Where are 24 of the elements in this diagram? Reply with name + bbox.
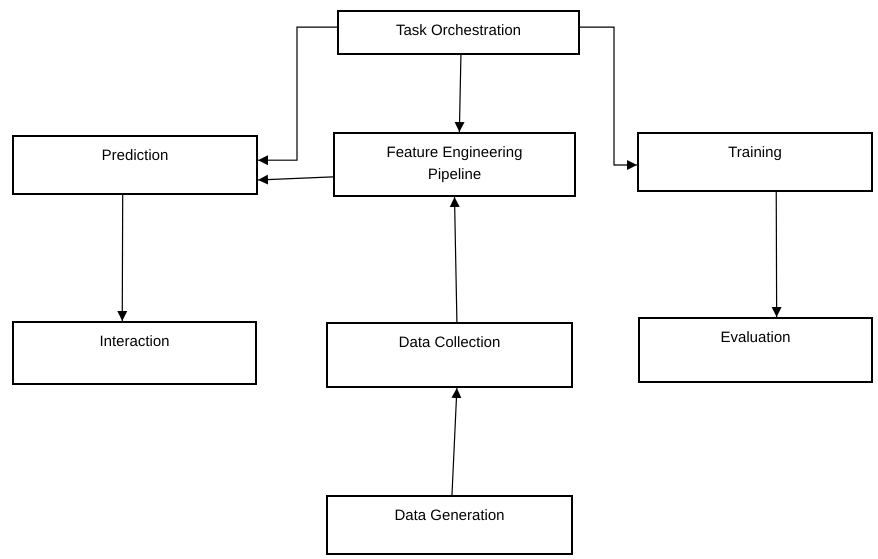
arrow xyxy=(450,196,460,322)
box-label: Evaluation xyxy=(720,328,791,348)
arrow xyxy=(451,388,462,496)
box-label: Data Generation xyxy=(394,506,505,526)
box-label: Task Orchestration xyxy=(396,21,522,41)
process-box xyxy=(12,321,257,385)
box-label: Interaction xyxy=(99,332,170,352)
arrow xyxy=(258,26,337,166)
arrow xyxy=(772,192,782,317)
process-box xyxy=(12,135,258,195)
arrow xyxy=(258,174,334,185)
box-label: Data Collection xyxy=(398,333,500,353)
box-label: Training xyxy=(728,143,782,163)
process-box xyxy=(638,317,873,383)
process-box xyxy=(326,495,573,555)
arrow xyxy=(580,26,637,170)
box-label: Feature Engineering Pipeline xyxy=(386,143,524,185)
process-box xyxy=(333,132,576,197)
process-box xyxy=(326,322,573,388)
arrow xyxy=(117,195,128,321)
process-box xyxy=(337,10,580,55)
process-box xyxy=(637,132,873,192)
arrow xyxy=(454,54,465,132)
box-label: Prediction xyxy=(102,146,168,166)
